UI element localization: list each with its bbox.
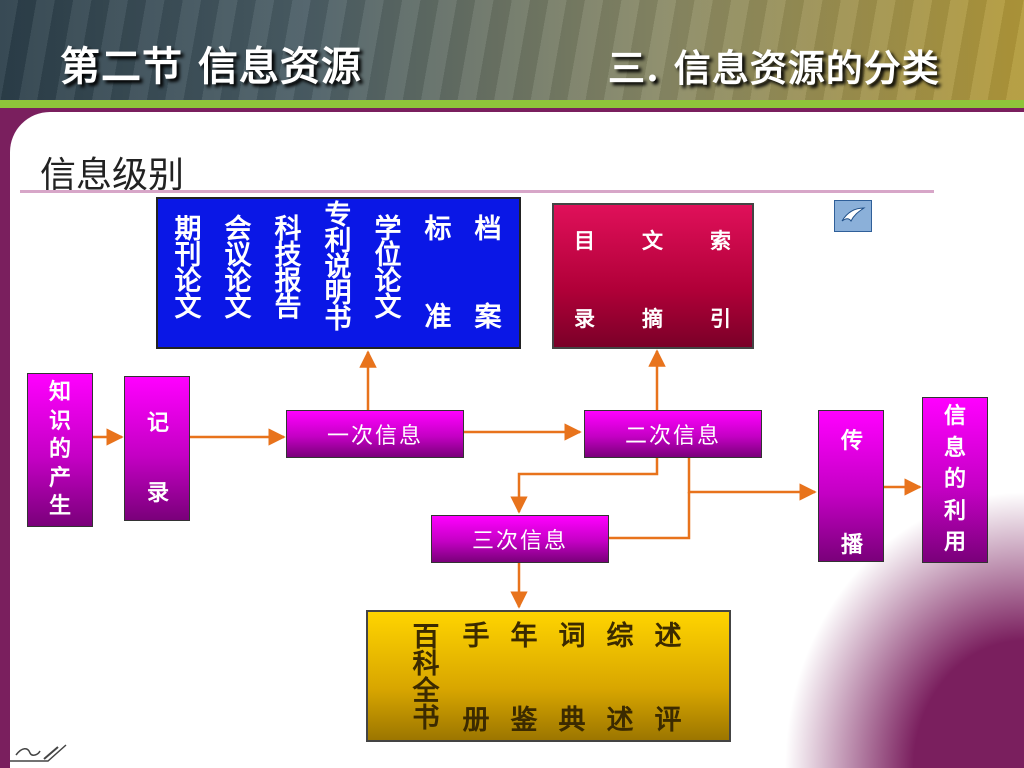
node-spread: 传 播: [818, 410, 884, 562]
pen-nav-icon[interactable]: [8, 741, 68, 763]
node-tertiary-info: 三次信息: [431, 515, 609, 563]
secondary-types-box: 目 录 文 摘 索 引: [552, 203, 754, 349]
type-index-bottom: 引: [710, 307, 731, 331]
type-abstract-top: 文: [642, 229, 663, 253]
type-dictionary: 词典: [558, 621, 586, 736]
node-info-use: 信息的利用: [922, 397, 988, 563]
type-standard: 标准: [424, 214, 452, 333]
header-accent-bar: [0, 100, 1024, 108]
type-yearbook: 年鉴: [510, 621, 538, 736]
primary-types-box: 期刊论文 会议论文 科技报告 专利说明书 学位论文 标准 档案: [156, 197, 521, 349]
header-banner: [0, 0, 1024, 104]
section-title: 信息级别: [40, 155, 185, 196]
type-handbook: 手册: [462, 621, 490, 736]
type-patent: 专利说明书: [324, 200, 352, 335]
type-abstract-bottom: 摘: [642, 307, 663, 331]
type-index-top: 索: [710, 229, 731, 253]
node-secondary-info: 二次信息: [584, 410, 762, 458]
slide-subtitle: 三. 信息资源的分类: [608, 46, 940, 90]
title-divider: [20, 190, 934, 193]
type-tech-report: 科技报告: [274, 214, 302, 323]
type-journal-paper: 期刊论文: [174, 214, 202, 323]
node-knowledge-creation: 知识的产生: [27, 373, 93, 527]
type-review: 综述: [606, 621, 634, 736]
type-catalog-bottom: 录: [574, 307, 595, 331]
bird-icon[interactable]: [834, 200, 872, 232]
type-thesis: 学位论文: [374, 214, 402, 323]
type-catalog-top: 目: [574, 229, 595, 253]
type-commentary: 述评: [654, 621, 682, 736]
tertiary-types-box: 百科全书 手册 年鉴 词典 综述 述评: [366, 610, 731, 742]
type-archive: 档案: [474, 214, 502, 333]
type-conference-paper: 会议论文: [224, 214, 252, 323]
node-primary-info: 一次信息: [286, 410, 464, 458]
type-encyclopedia: 百科全书: [412, 622, 440, 734]
node-record: 记 录: [124, 376, 190, 521]
slide-title: 第二节 信息资源: [60, 43, 362, 90]
